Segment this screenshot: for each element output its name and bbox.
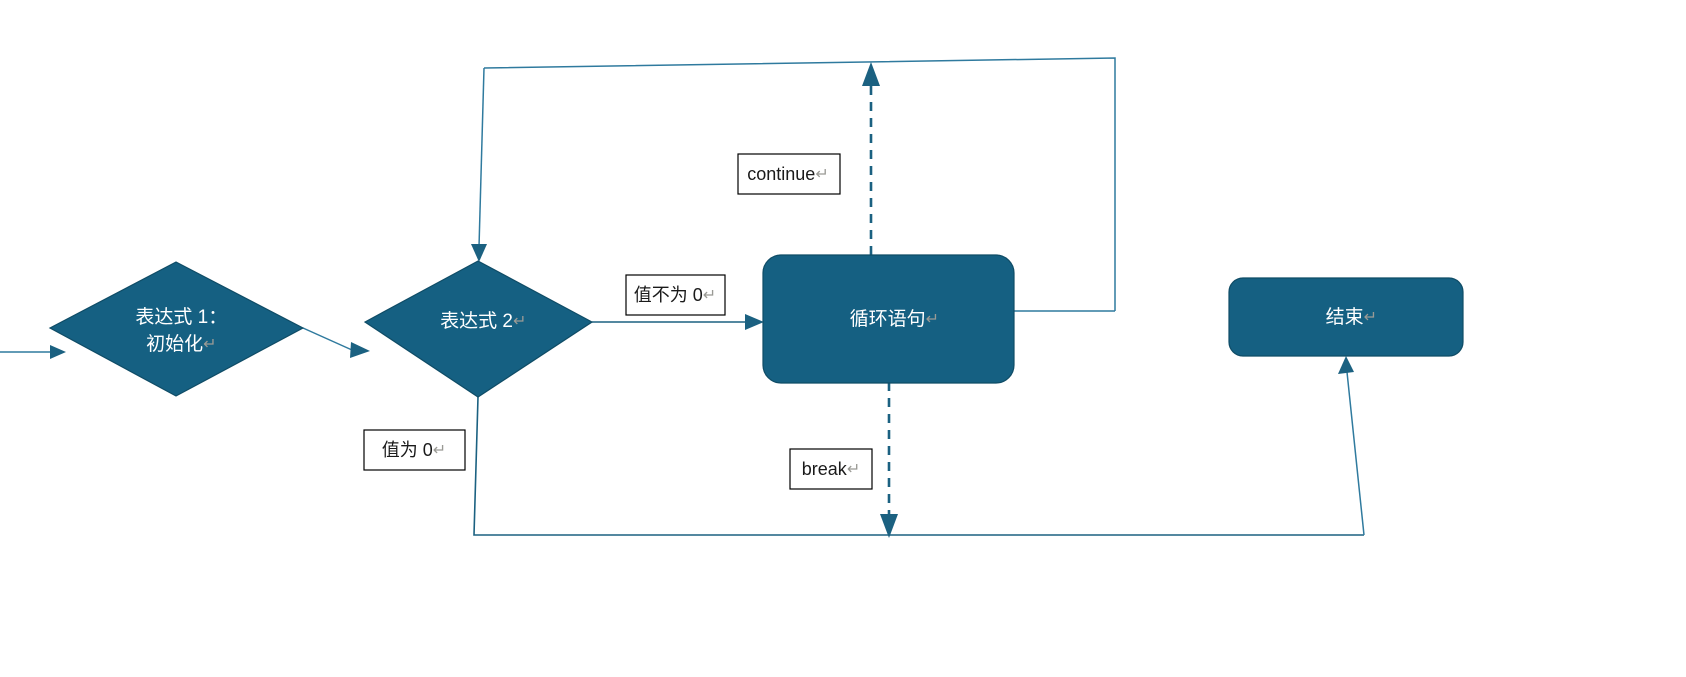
pilcrow-icon: ↵ [1364,309,1377,326]
pilcrow-icon: ↵ [815,166,828,183]
edge-label-is-zero-text: 值为 0 [382,440,433,460]
edge-label-break[interactable]: break↵ [789,448,873,490]
edge-label-not-zero-text: 值不为 0 [634,285,703,305]
pilcrow-icon: ↵ [433,442,446,459]
node-expr2[interactable]: 表达式 2↵ [363,260,594,398]
edge-expr1-to-expr2 [302,327,370,358]
pilcrow-icon: ↵ [203,336,216,353]
edge-label-is-zero[interactable]: 值为 0↵ [363,429,466,471]
node-loop-body[interactable]: 循环语句↵ [762,254,1015,384]
svg-text:continue↵: continue↵ [747,164,828,184]
edge-expr2-to-loopbody [592,314,764,330]
pilcrow-icon: ↵ [703,287,716,304]
node-end-line1: 结束 [1326,306,1364,328]
edge-label-not-zero[interactable]: 值不为 0↵ [625,274,726,316]
edge-break-dashed [880,382,898,538]
node-expr1-line2: 初始化 [146,333,203,355]
edge-label-break-text: break [802,459,848,479]
node-expr1-line1: 表达式 1： [135,306,227,328]
pilcrow-icon: ↵ [513,313,526,330]
pilcrow-icon: ↵ [847,461,860,478]
edge-expr2-to-end [473,356,1365,536]
svg-text:break↵: break↵ [802,459,860,479]
svg-text:值为 0↵: 值为 0↵ [382,440,446,460]
pilcrow-icon: ↵ [926,311,939,328]
svg-text:初始化↵: 初始化↵ [99,333,254,355]
svg-text:表达式 1：: 表达式 1： [88,306,264,328]
node-loop-body-line1: 循环语句 [850,308,926,330]
node-expr1[interactable]: 表达式 1： 初始化↵ [48,261,305,397]
svg-text:值不为 0↵: 值不为 0↵ [634,285,716,305]
edge-label-continue-text: continue [747,164,815,184]
node-expr2-line1: 表达式 2 [440,310,513,332]
edge-loopback-top [471,57,1116,311]
edge-continue-dashed [862,62,880,255]
edge-entry-to-expr1 [0,345,66,359]
svg-text:表达式 2↵: 表达式 2↵ [393,310,564,332]
svg-text:结束↵: 结束↵ [1278,306,1414,328]
svg-text:循环语句↵: 循环语句↵ [802,308,976,330]
node-end[interactable]: 结束↵ [1228,277,1464,357]
edge-label-continue[interactable]: continue↵ [737,153,841,195]
